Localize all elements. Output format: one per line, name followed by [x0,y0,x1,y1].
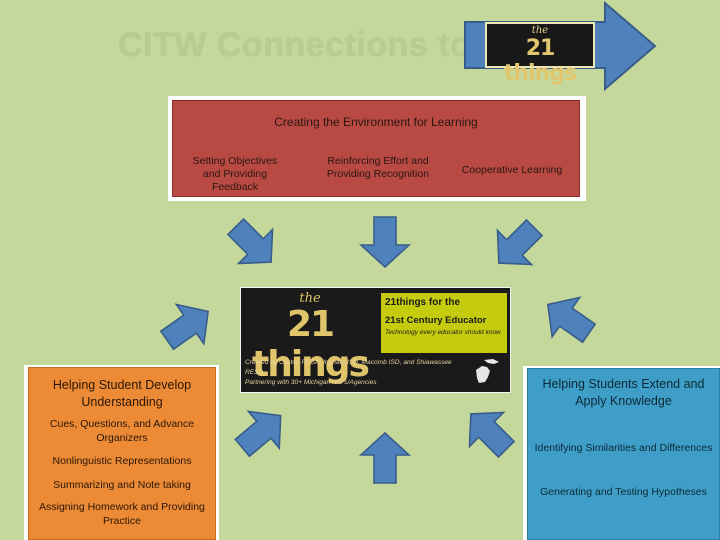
center-line3: Technology every educator should know [385,329,501,336]
logo-the-text: the [531,25,549,36]
understanding-title: Helping Student Develop Understanding [52,378,192,409]
center-21things-box: the 21 things 21things for the 21st Cent… [240,287,511,393]
extend-title: Helping Students Extend and Apply Knowle… [542,377,705,408]
michigan-map-icon [476,359,499,383]
arrow-bottomright-icon [453,396,525,468]
understanding-item: Assigning Homework and Providing Practic… [39,501,205,527]
arrow-topleft-icon [217,208,289,280]
center-logo-name: 21 things [251,304,370,385]
arrow-bottom-icon [360,432,410,484]
logo-name-text: 21 things [503,36,577,86]
center-line2: 21st Century Educator [385,315,487,326]
center-line1: 21things for the [385,297,461,308]
understanding-item: Nonlinguistic Representations [52,455,192,467]
arrow-top-icon [360,216,410,268]
extend-item: Identifying Similarities and Differences [534,442,713,454]
center-credits-line2: Partnering with 30+ Michigan ISD's/Agenc… [245,379,377,386]
arrow-midleft-icon [152,291,223,361]
extend-item: Generating and Testing Hypotheses [540,486,707,498]
center-logo-the: the [299,291,321,306]
center-credits-line1: Created by Clinton RESA, Ingham ISD, Mac… [245,359,452,376]
arrow-bottomleft-icon [226,396,297,467]
environment-item: Reinforcing Effort and Providing Recogni… [326,155,430,180]
understanding-item: Summarizing and Note taking [53,479,191,491]
environment-item: Setting Objectives and Providing Feedbac… [192,155,278,193]
understanding-item: Cues, Questions, and Advance Organizers [49,418,195,444]
extend-box: Helping Students Extend and Apply Knowle… [527,368,720,540]
arrow-topright-icon [481,209,553,281]
slide-title: CITW Connections to [118,26,472,64]
understanding-box: Helping Student Develop Understanding Cu… [28,367,216,540]
center-info-panel: 21things for the 21st Century Educator T… [381,293,507,353]
environment-title: Creating the Environment for Learning [274,115,478,129]
environment-box: Creating the Environment for Learning Se… [172,100,580,197]
center-21things-logo: the 21 things [245,291,375,385]
center-credits: Created by Clinton RESA, Ingham ISD, Mac… [245,358,470,388]
arrow-midright-icon [533,284,604,354]
environment-item: Cooperative Learning [461,164,563,176]
title-21things-logo: the 21 things [485,22,595,86]
